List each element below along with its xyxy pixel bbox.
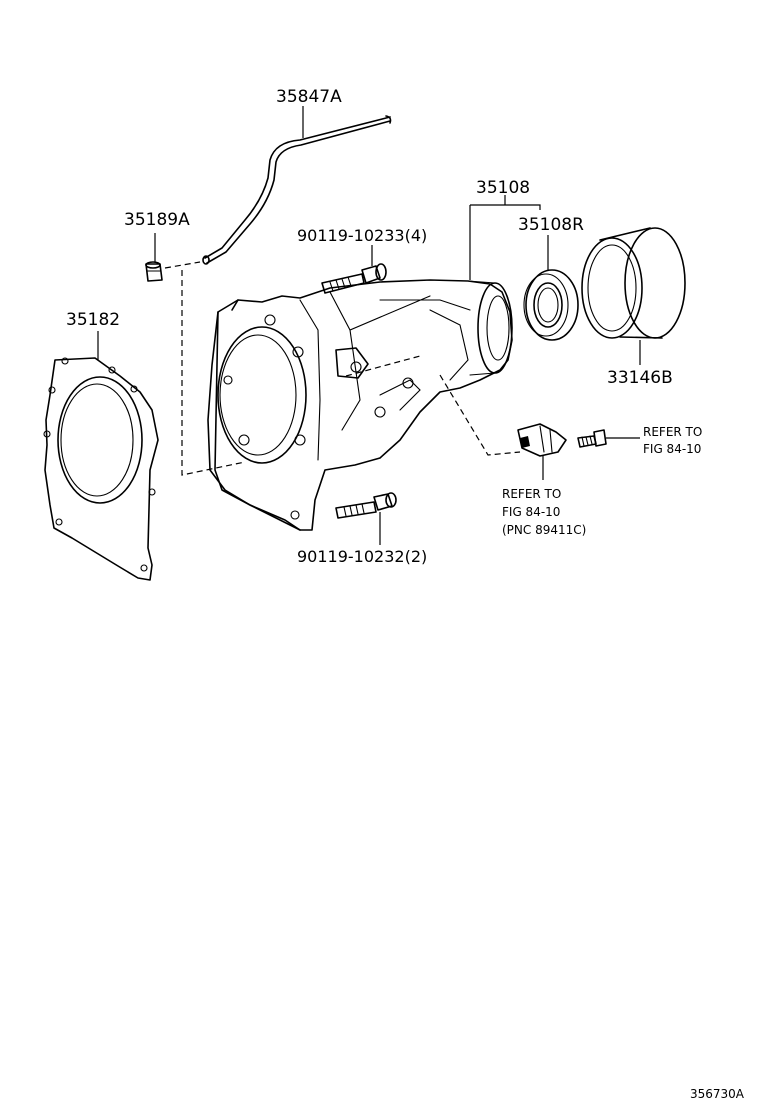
oil-seal — [523, 269, 579, 341]
plug-ref-line1: REFER TO — [643, 425, 702, 439]
figure-code: 356730A — [690, 1087, 745, 1101]
plug-ref-line2: FIG 84-10 — [643, 442, 701, 456]
part-label-35847a: 35847A — [276, 87, 342, 107]
sensor-ref-line3: (PNC 89411C) — [502, 523, 586, 537]
part-label-35182: 35182 — [66, 310, 120, 330]
bolt-lower — [335, 492, 397, 519]
gasket — [43, 357, 159, 581]
housing-bracket — [469, 195, 541, 280]
locator-line-sensor — [439, 374, 521, 456]
part-label-90119-10232: 90119-10232(2) — [297, 547, 427, 566]
sensor-ref-line2: FIG 84-10 — [502, 505, 560, 519]
sensor-ref-line1: REFER TO — [502, 487, 561, 501]
part-label-35108r: 35108R — [518, 215, 584, 235]
bolt-upper — [321, 263, 387, 294]
part-label-90119-10233: 90119-10233(4) — [297, 226, 427, 245]
part-label-35189a: 35189A — [124, 210, 190, 230]
locator-line-tube — [164, 261, 201, 269]
dust-cover — [581, 227, 686, 339]
grommet — [145, 261, 163, 282]
speed-sensor — [517, 423, 567, 457]
part-label-33146b: 33146B — [607, 368, 673, 388]
part-label-35108: 35108 — [476, 178, 530, 198]
sensor-bolt — [577, 429, 607, 448]
locator-line-vertical — [181, 270, 246, 476]
locator-line-bolt — [345, 355, 421, 377]
extension-housing — [207, 279, 513, 531]
breather-tube — [202, 115, 392, 265]
